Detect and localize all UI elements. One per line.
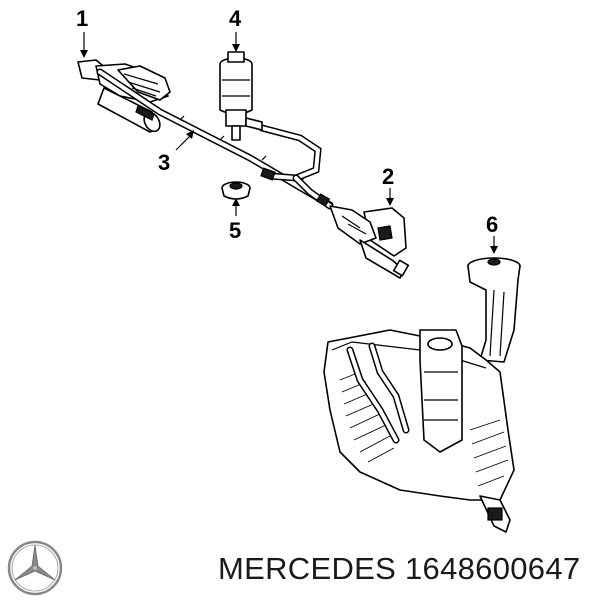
part-label: MERCEDES 1648600647 bbox=[218, 551, 580, 587]
part-5-grommet bbox=[221, 181, 251, 200]
callout-5: 5 bbox=[229, 218, 241, 243]
part-6-reservoir bbox=[323, 257, 521, 533]
callout-3: 3 bbox=[158, 150, 170, 175]
part-number: 1648600647 bbox=[405, 551, 581, 586]
callout-6: 6 bbox=[486, 212, 498, 237]
part-2-nozzle bbox=[329, 205, 410, 279]
part-3-hose bbox=[96, 68, 334, 210]
mercedes-star-icon bbox=[7, 540, 63, 596]
leader-lines bbox=[80, 32, 498, 254]
callout-2: 2 bbox=[382, 164, 394, 189]
part-1-nozzle bbox=[77, 59, 171, 133]
part-4-pump bbox=[219, 51, 263, 141]
brand-name: MERCEDES bbox=[218, 551, 397, 586]
callout-1: 1 bbox=[76, 6, 88, 31]
callout-4: 4 bbox=[229, 6, 242, 31]
